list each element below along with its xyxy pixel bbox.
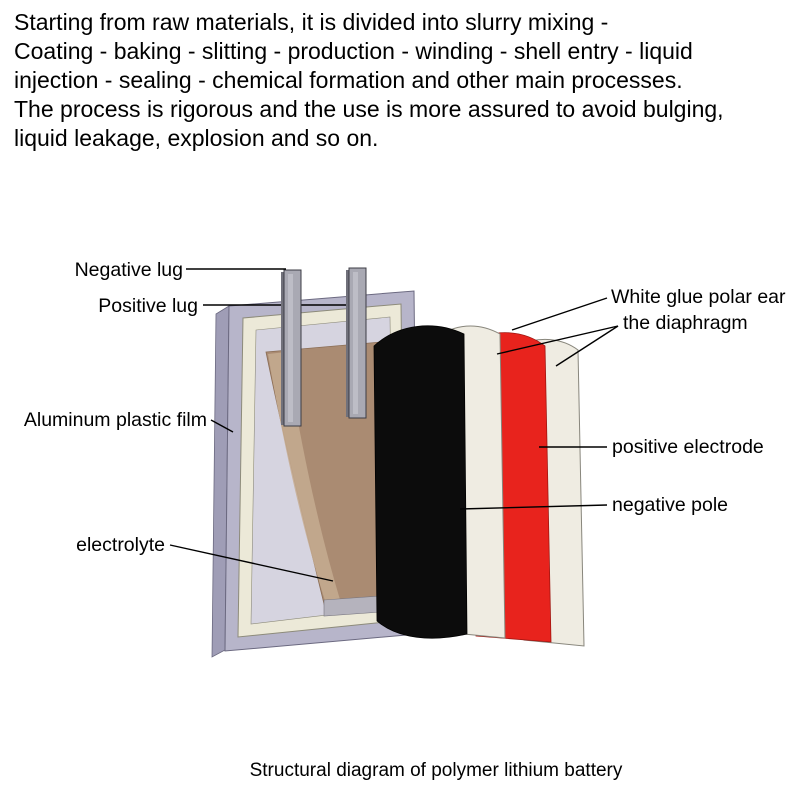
negative-electrode-layer [373,325,468,639]
aluminum-film-leader-line [210,419,234,433]
positive-electrode-label: positive electrode [612,436,764,458]
negative-pole-leader-line [459,504,608,510]
electrolyte-leader-line [169,544,334,582]
aluminum-film-label: Aluminum plastic film [24,409,207,431]
electrolyte-label: electrolyte [76,534,165,556]
battery-structure-diagram: Negative lug Positive lug White glue pol… [24,259,786,658]
negative-lug-tab [281,269,302,427]
negative-lug-label: Negative lug [75,259,183,281]
white-glue-leader-line [511,297,608,331]
intro-line: liquid leakage, explosion and so on. [14,125,379,151]
negative-pole-label: negative pole [612,494,728,516]
intro-line: Coating - baking - slitting - production… [14,38,693,64]
diagram-caption: Structural diagram of polymer lithium ba… [249,760,623,781]
positive-lug-label: Positive lug [98,295,198,317]
diaphragm-label: the diaphragm [623,312,748,334]
diaphragm-leader-line-2 [555,325,619,367]
intro-line: The process is rigorous and the use is m… [14,96,724,122]
intro-paragraph: Starting from raw materials, it is divid… [14,8,792,153]
intro-line: Starting from raw materials, it is divid… [14,9,609,35]
intro-line: injection - sealing - chemical formation… [14,67,683,93]
diaphragm-leader-line-1 [496,325,619,355]
white-glue-label: White glue polar ear [611,286,786,308]
positive-lug-tab [346,267,367,419]
